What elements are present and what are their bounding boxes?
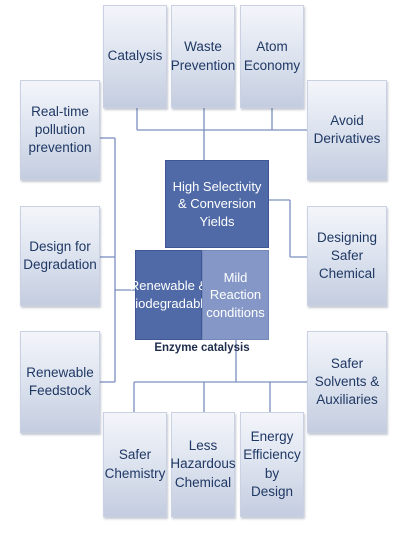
principle-energy-efficiency-by-design: Energy Efficiency by Design <box>240 412 304 517</box>
principle-less-hazardous-chemical: Less Hazardous Chemical <box>170 412 236 517</box>
principle-renewable-feedstock: Renewable Feedstock <box>20 331 100 433</box>
core-mild-reaction-conditions: Mild Reaction conditions <box>202 250 269 340</box>
core-high-selectivity: High Selectivity & Conversion Yields <box>165 160 269 248</box>
principle-realtime-pollution-prevention: Real-time pollution prevention <box>20 80 100 180</box>
core-renewable-biodegradable: Renewable & Biodegradable <box>127 250 210 340</box>
principle-safer-solvents-auxiliaries: Safer Solvents & Auxiliaries <box>307 331 387 433</box>
principle-waste-prevention: Waste Prevention <box>171 5 235 108</box>
principle-safer-chemistry: Safer Chemistry <box>103 412 167 517</box>
principle-atom-economy: Atom Economy <box>240 5 304 108</box>
principle-designing-safer-chemical: Designing Safer Chemical <box>307 206 387 306</box>
principle-avoid-derivatives: Avoid Derivatives <box>307 80 387 180</box>
principle-design-for-degradation: Design for Degradation <box>20 206 100 306</box>
principle-catalysis: Catalysis <box>103 5 167 108</box>
enzyme-catalysis-caption: Enzyme catalysis <box>154 342 250 354</box>
